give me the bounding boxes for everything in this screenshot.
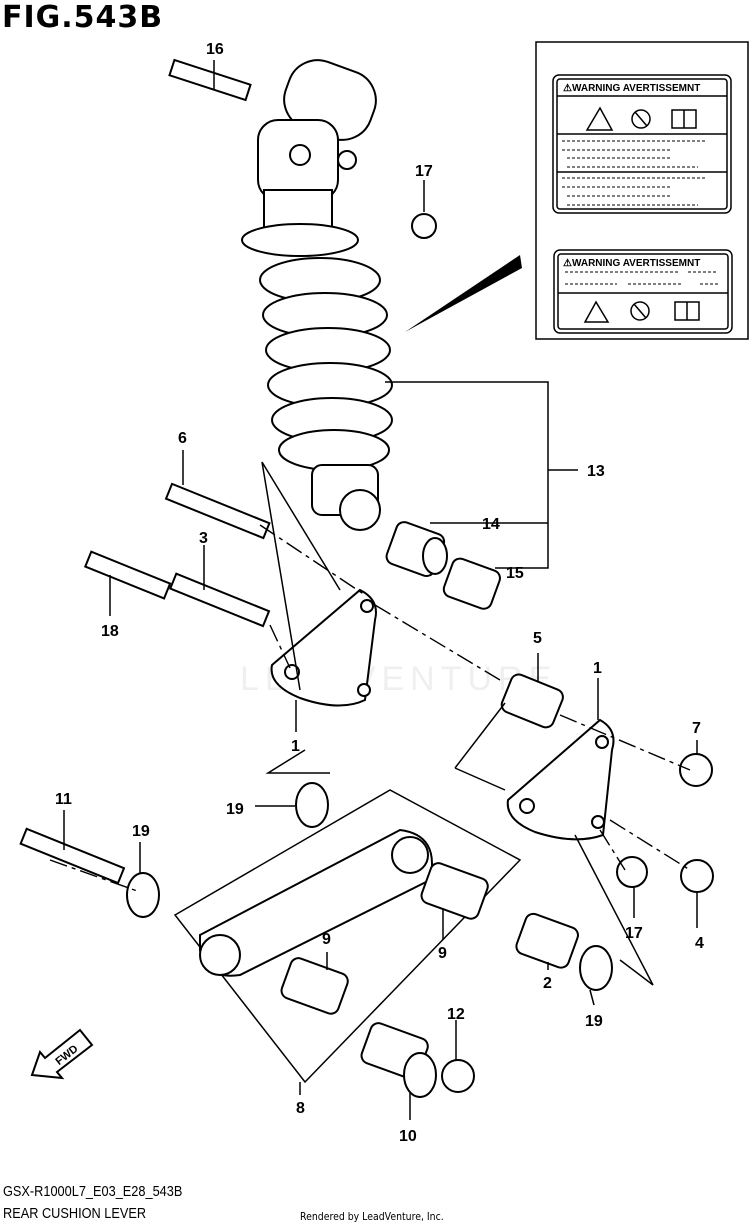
collar-15 bbox=[442, 557, 501, 610]
bolt-16 bbox=[168, 58, 252, 102]
callout[interactable]: 16 bbox=[206, 41, 224, 58]
washer-19-c bbox=[579, 945, 613, 991]
washer-19-a bbox=[295, 782, 329, 828]
plate-1-left bbox=[270, 588, 377, 707]
bolt-3 bbox=[168, 572, 271, 628]
plate-1-right bbox=[506, 718, 615, 841]
callout[interactable]: 17 bbox=[625, 925, 643, 942]
collar-2 bbox=[515, 912, 579, 969]
bushing-14 bbox=[385, 521, 448, 578]
spring bbox=[259, 257, 393, 471]
bolt-6 bbox=[164, 482, 271, 540]
bolt-18 bbox=[83, 550, 172, 600]
explosion-warning-icon bbox=[583, 300, 610, 323]
callout[interactable]: 14 bbox=[482, 516, 500, 533]
callout[interactable]: 19 bbox=[132, 823, 150, 840]
nut-17 bbox=[616, 856, 648, 888]
washer-19-b bbox=[126, 872, 160, 918]
callout[interactable]: 2 bbox=[543, 975, 552, 992]
figure-title: FIG.543B bbox=[2, 0, 164, 35]
callout[interactable]: 18 bbox=[101, 623, 119, 640]
callout[interactable]: 7 bbox=[692, 720, 701, 737]
callout[interactable]: 12 bbox=[447, 1006, 465, 1023]
callout[interactable]: 10 bbox=[399, 1128, 417, 1145]
model-code: GSX-R1000L7_E03_E28_543B bbox=[3, 1183, 183, 1200]
warning-label-large: ⚠WARNING AVERTISSEMNT bbox=[552, 74, 732, 214]
callout[interactable]: 11 bbox=[55, 791, 72, 808]
callout[interactable]: 19 bbox=[226, 801, 244, 818]
manual-book-icon bbox=[671, 109, 697, 129]
manual-book-icon bbox=[674, 301, 700, 321]
warning-heading: ⚠WARNING AVERTISSEMNT bbox=[563, 258, 700, 269]
pointer-arrow bbox=[405, 255, 522, 332]
part-name: REAR CUSHION LEVER bbox=[3, 1205, 147, 1222]
bolt-11 bbox=[19, 827, 126, 885]
callout[interactable]: 6 bbox=[178, 430, 187, 447]
nut-17-top bbox=[337, 150, 437, 239]
callout[interactable]: 13 bbox=[587, 463, 605, 480]
no-fire-icon bbox=[630, 301, 650, 321]
nut-4 bbox=[680, 859, 714, 893]
callouts: 16 17 6 3 18 13 14 15 5 1 1 7 19 11 19 9… bbox=[55, 41, 704, 1145]
no-fire-icon bbox=[631, 109, 651, 129]
callout[interactable]: 3 bbox=[199, 530, 208, 547]
explosion-warning-icon bbox=[585, 106, 614, 131]
nut-12 bbox=[441, 1059, 475, 1093]
callout[interactable]: 9 bbox=[322, 931, 331, 948]
warning-label-small: ⚠WARNING AVERTISSEMNT bbox=[553, 249, 733, 334]
callout[interactable]: 5 bbox=[533, 630, 542, 647]
cushion-lever-assembly[interactable] bbox=[173, 789, 522, 1084]
callout[interactable]: 17 bbox=[415, 163, 433, 180]
callout[interactable]: 15 bbox=[506, 565, 524, 582]
collar-5 bbox=[500, 673, 564, 729]
callout[interactable]: 1 bbox=[593, 660, 602, 677]
warning-heading: ⚠WARNING AVERTISSEMNT bbox=[563, 83, 700, 94]
rear-shock-absorber[interactable] bbox=[241, 52, 393, 531]
callout[interactable]: 1 bbox=[291, 738, 300, 755]
forward-arrow-icon: FWD bbox=[30, 1028, 94, 1080]
callout[interactable]: 8 bbox=[296, 1100, 305, 1117]
nut-7 bbox=[679, 753, 713, 787]
credit-text: Rendered by LeadVenture, Inc. bbox=[300, 1210, 444, 1223]
callout[interactable]: 4 bbox=[695, 935, 704, 952]
callout[interactable]: 19 bbox=[585, 1013, 603, 1030]
callout[interactable]: 9 bbox=[438, 945, 447, 962]
warning-label-panel: ⚠WARNING AVERTISSEMNT ⚠WARNING AVERTISSE… bbox=[405, 41, 749, 340]
bolt-10 bbox=[360, 1022, 437, 1098]
